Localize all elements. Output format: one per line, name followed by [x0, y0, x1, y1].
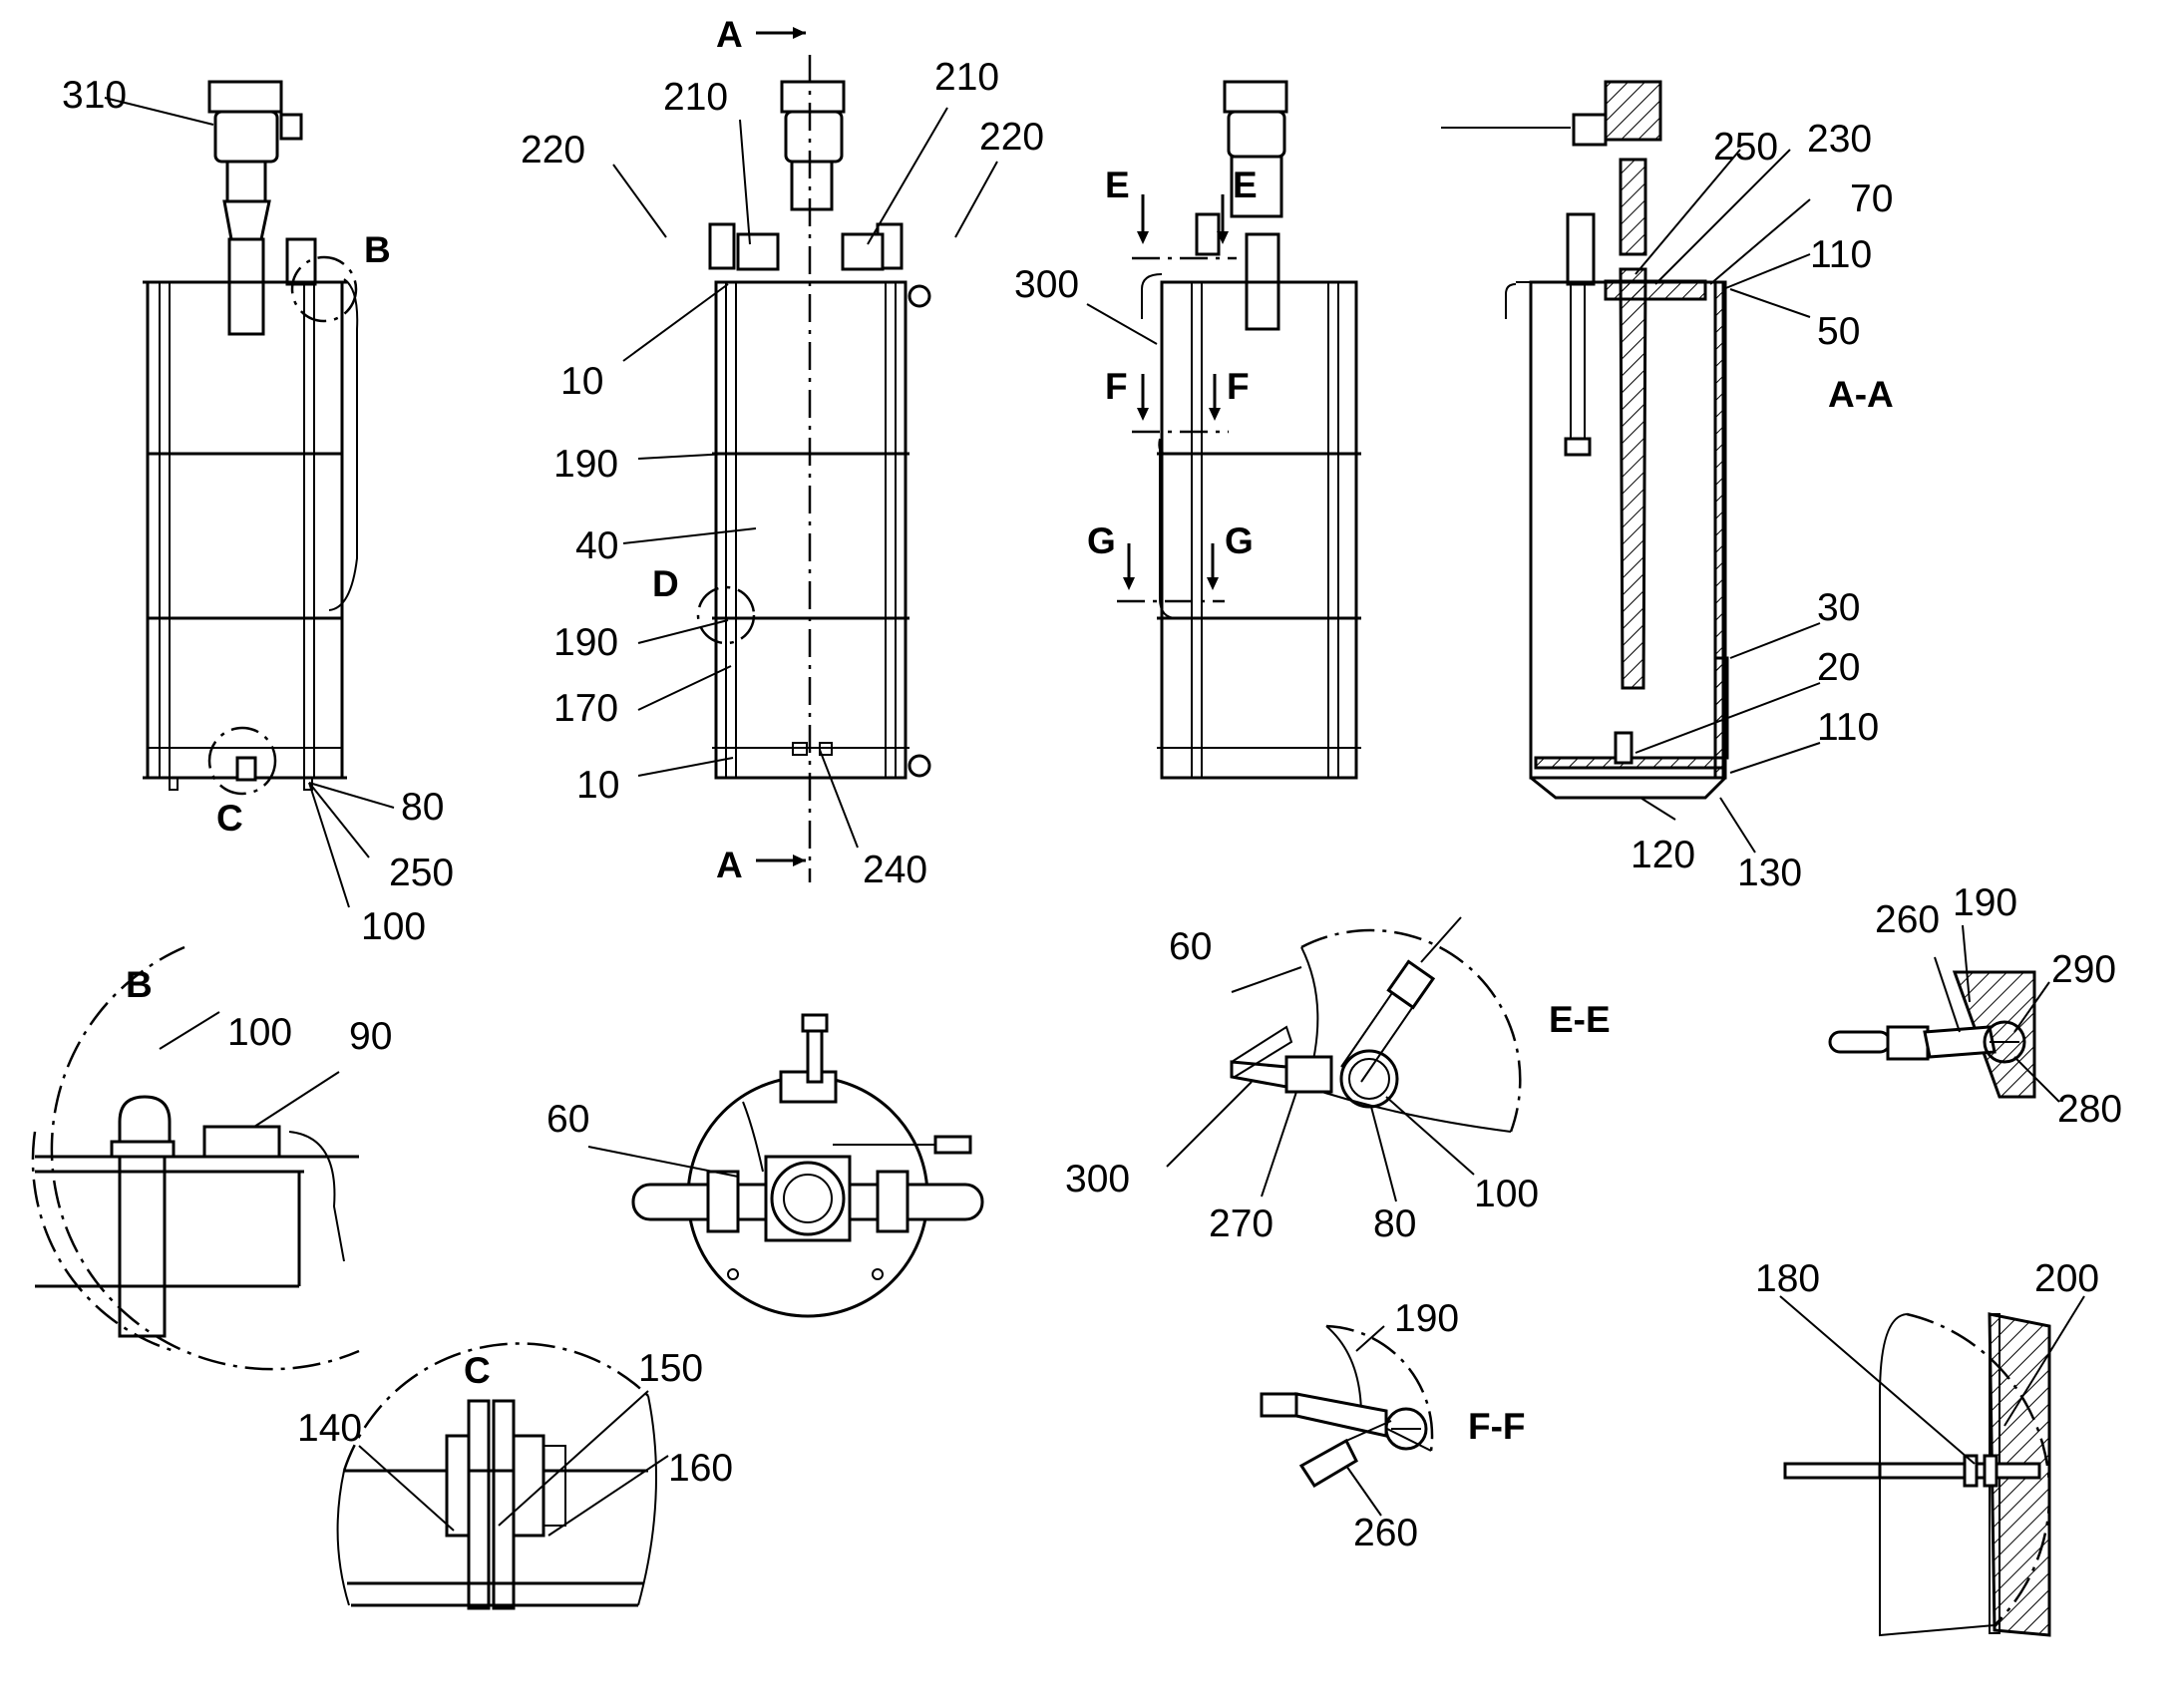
label-10-top: 10: [560, 360, 603, 403]
label-250: 250: [389, 852, 454, 894]
label-150: 150: [638, 1347, 703, 1390]
detail-g-g: [1828, 924, 2060, 1103]
label-80: 80: [401, 786, 444, 829]
label-130: 130: [1737, 852, 1802, 894]
section-view-a-a: [1441, 80, 1821, 854]
label-60-top-view: 60: [546, 1098, 589, 1141]
detail-c: [336, 1342, 669, 1610]
label-270: 270: [1209, 1202, 1273, 1245]
label-240: 240: [863, 849, 927, 891]
label-210-right: 210: [934, 56, 999, 99]
label-40: 40: [575, 524, 618, 567]
label-260-detail-ff: 260: [1353, 1512, 1418, 1554]
label-220-left: 220: [521, 129, 585, 171]
label-260-detail-right: 260: [1875, 898, 1940, 941]
side-view-efg: [1086, 80, 1361, 780]
label-190-detail-ff: 190: [1394, 1297, 1459, 1340]
detail-b: [31, 945, 360, 1371]
label-80-detail-ee: 80: [1373, 1202, 1416, 1245]
label-190-lower: 190: [553, 621, 618, 664]
label-110-top: 110: [1810, 233, 1872, 276]
label-170: 170: [553, 687, 618, 730]
label-300: 300: [1014, 263, 1079, 306]
label-300-detail-ee: 300: [1065, 1158, 1130, 1200]
label-210-left: 210: [663, 76, 728, 119]
label-100-detail-ee: 100: [1474, 1173, 1539, 1215]
section-marker-g-left: G: [1087, 520, 1116, 561]
label-280: 280: [2057, 1088, 2122, 1131]
label-20: 20: [1817, 646, 1860, 689]
section-marker-f-left: F: [1105, 366, 1128, 407]
label-120: 120: [1631, 834, 1695, 876]
detail-f-f: [1260, 1324, 1434, 1517]
side-view-section-line: [612, 27, 998, 882]
label-100: 100: [361, 905, 426, 948]
detail-d: [1779, 1295, 2085, 1637]
label-310: 310: [62, 74, 127, 117]
section-label-b: B: [364, 229, 391, 270]
detail-title-b: B: [126, 964, 153, 1005]
label-60-detail-ee: 60: [1169, 925, 1212, 968]
section-marker-f-right: F: [1227, 366, 1250, 407]
label-110-bottom: 110: [1817, 706, 1879, 749]
label-200: 200: [2034, 1257, 2099, 1300]
detail-title-f-f: F-F: [1468, 1406, 1526, 1447]
section-marker-e-left: E: [1105, 165, 1130, 205]
label-160: 160: [668, 1447, 733, 1490]
label-230: 230: [1807, 118, 1872, 161]
label-250-aa: 250: [1713, 126, 1778, 169]
section-title-a-a: A-A: [1828, 374, 1894, 415]
label-100-detail-b: 100: [227, 1011, 292, 1054]
front-view: [104, 80, 395, 908]
section-marker-a-top: A: [716, 14, 743, 55]
label-30: 30: [1817, 586, 1860, 629]
label-90: 90: [349, 1015, 392, 1058]
label-190-detail-right: 190: [1953, 881, 2017, 924]
detail-e-e: [1166, 916, 1522, 1202]
label-50: 50: [1817, 310, 1860, 353]
top-view: [587, 1013, 984, 1318]
label-10-bottom: 10: [576, 764, 619, 807]
label-180: 180: [1755, 1257, 1820, 1300]
label-220-right: 220: [979, 116, 1044, 159]
section-label-c: C: [216, 798, 243, 839]
section-marker-e-right: E: [1233, 165, 1258, 205]
section-label-d: D: [652, 563, 679, 604]
label-70: 70: [1850, 177, 1893, 220]
detail-title-c: C: [464, 1350, 491, 1391]
section-marker-a-bottom: A: [716, 845, 743, 885]
section-marker-g-right: G: [1225, 520, 1254, 561]
label-290: 290: [2051, 948, 2116, 991]
label-190-upper: 190: [553, 443, 618, 486]
label-140: 140: [297, 1407, 362, 1450]
detail-title-e-e: E-E: [1549, 999, 1611, 1040]
